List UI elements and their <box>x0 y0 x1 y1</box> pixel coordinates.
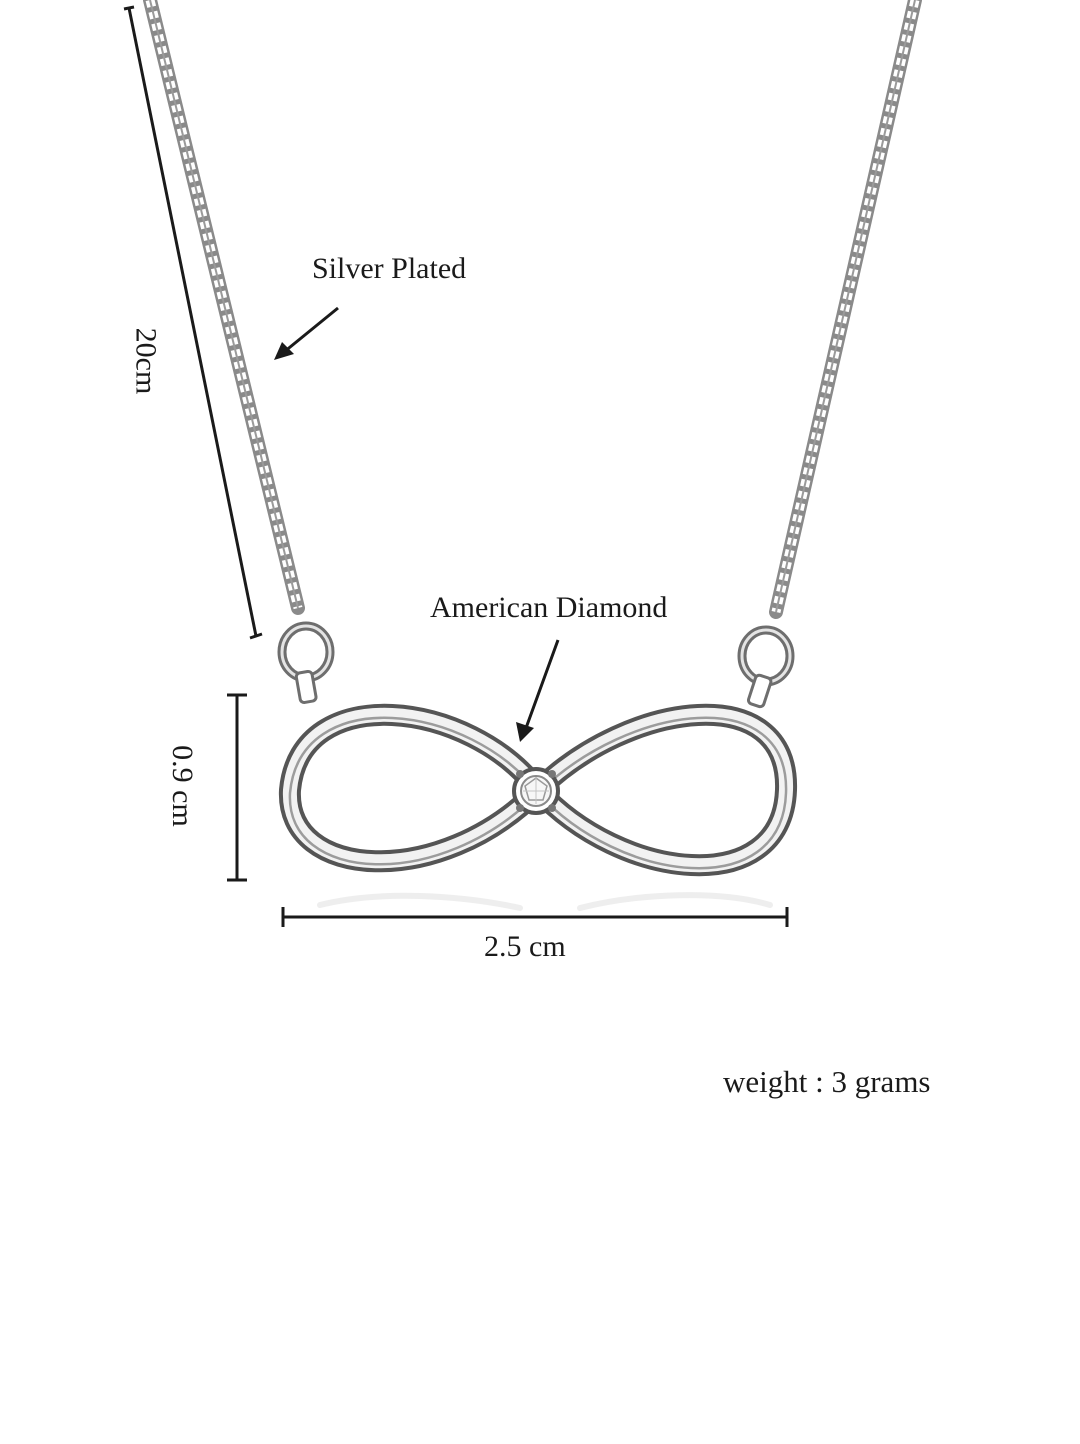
american-diamond-arrow <box>516 639 560 742</box>
stone-label: American Diamond <box>430 591 668 624</box>
pendant-width-label: 2.5 cm <box>484 930 566 963</box>
weight-label: weight : 3 grams <box>723 1064 931 1099</box>
pendant-reflection <box>317 892 773 911</box>
left-chain <box>143 0 305 615</box>
silver-plated-arrow <box>274 306 339 360</box>
material-label: Silver Plated <box>312 252 467 285</box>
right-jump-ring <box>737 625 795 709</box>
chain-length-dimension <box>123 5 263 640</box>
american-diamond-stone <box>512 767 560 815</box>
pendant-width-dimension <box>281 907 789 927</box>
right-chain <box>769 0 922 619</box>
pendant-height-dimension <box>227 693 247 882</box>
chain-length-label: 20cm <box>129 327 163 395</box>
left-jump-ring <box>277 621 335 705</box>
pendant-height-label: 0.9 cm <box>165 745 199 827</box>
